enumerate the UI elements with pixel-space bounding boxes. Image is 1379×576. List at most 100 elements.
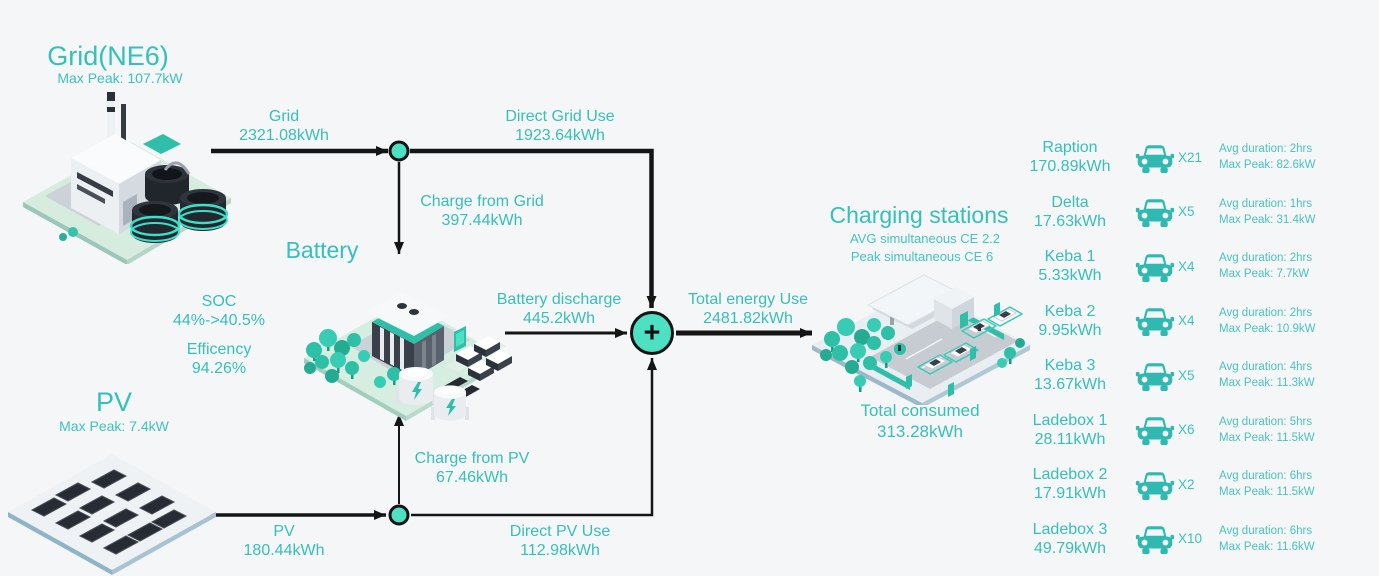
flow-label-text: Charge from Grid — [420, 193, 544, 210]
station-icon-block: X4 — [1135, 305, 1209, 337]
solar-panels — [30, 469, 188, 555]
flow-value-text: 397.44kWh — [441, 212, 523, 229]
station-row: Keba 3 13.67kWh — [1011, 348, 1371, 403]
flow-label-text: Charge from PV — [414, 450, 530, 467]
station-stats: Avg duration: 6hrs Max Peak: 11.5kW — [1209, 468, 1371, 500]
station-energy: 49.79kWh — [1033, 539, 1107, 557]
car-icon — [1135, 144, 1175, 173]
direct-grid-use-label: Direct Grid Use 1923.64kWh — [505, 107, 614, 145]
flow-value-text: 2481.82kWh — [703, 310, 793, 327]
flow-label-text: Grid — [268, 108, 300, 125]
car-icon — [1135, 253, 1175, 282]
car-icon — [1135, 308, 1175, 337]
grid-junction-dot — [388, 140, 410, 162]
charge-from-grid-label: Charge from Grid 397.44kWh — [420, 192, 544, 230]
station-name-block: Keba 2 9.95kWh — [1011, 302, 1129, 340]
pv-flow-label: PV 180.44kWh — [244, 522, 325, 560]
charging-posts — [898, 302, 1000, 397]
station-name: Delta — [1051, 193, 1089, 211]
station-avg-duration: Avg duration: 2hrs — [1219, 306, 1313, 319]
pv-illustration — [8, 454, 216, 575]
station-energy: 5.33kWh — [1038, 267, 1102, 285]
station-name: Ladebox 1 — [1032, 411, 1108, 429]
grid-max-peak: Max Peak: 107.7kW — [57, 70, 183, 86]
station-row: Delta 17.63kWh — [1011, 185, 1371, 240]
station-name: Ladebox 3 — [1032, 520, 1108, 538]
trees — [304, 329, 401, 388]
station-row: Raption 170.89kWh — [1011, 130, 1371, 185]
station-stats: Avg duration: 5hrs Max Peak: 11.5kW — [1209, 414, 1371, 446]
car-icon — [1135, 471, 1175, 500]
station-avg-duration: Avg duration: 6hrs — [1219, 524, 1313, 537]
car-icon — [1135, 199, 1175, 228]
station-max-peak: Max Peak: 82.6kW — [1219, 159, 1316, 172]
station-energy: 13.67kWh — [1033, 376, 1107, 394]
grid-title: Grid(NE6) — [47, 41, 169, 71]
car-icon — [1135, 417, 1175, 446]
flow-label-text: Direct Grid Use — [505, 108, 615, 125]
station-row: Ladebox 2 17.91kWh — [1011, 457, 1371, 512]
station-avg-duration: Avg duration: 2hrs — [1219, 143, 1313, 156]
flow-label-text: PV — [273, 523, 295, 540]
station-icon-block: X21 — [1135, 142, 1209, 173]
total-energy-use-label: Total energy Use 2481.82kWh — [688, 290, 808, 328]
station-count: X5 — [1178, 204, 1195, 220]
station-name-block: Ladebox 2 17.91kWh — [1011, 465, 1129, 503]
station-stats: Avg duration: 4hrs Max Peak: 11.3kW — [1209, 359, 1371, 391]
station-icon-block: X5 — [1135, 360, 1209, 391]
battery-tanks — [396, 367, 469, 421]
station-max-peak: Max Peak: 10.9kW — [1219, 322, 1316, 335]
battery-illustration — [304, 292, 512, 421]
station-stats: Avg duration: 2hrs Max Peak: 82.6kW — [1209, 141, 1371, 173]
avg-simultaneous: AVG simultaneous CE 2.2 — [849, 231, 1001, 246]
station-count: X2 — [1178, 476, 1195, 492]
station-name: Keba 2 — [1044, 302, 1096, 320]
flow-value-text: 1923.64kWh — [515, 127, 605, 144]
grid-illustration — [23, 92, 231, 264]
station-name: Keba 3 — [1044, 357, 1096, 375]
pv-title: PV — [95, 387, 133, 417]
station-max-peak: Max Peak: 11.5kW — [1219, 431, 1315, 444]
station-max-peak: Max Peak: 11.5kW — [1219, 486, 1315, 499]
station-count: X5 — [1178, 367, 1195, 383]
efficiency-label: Efficency — [186, 341, 252, 358]
station-avg-duration: Avg duration: 6hrs — [1219, 470, 1313, 483]
soc-label: SOC — [201, 293, 237, 310]
station-count: X4 — [1178, 313, 1195, 329]
flow-label-text: Total energy Use — [687, 291, 809, 308]
station-name-block: Ladebox 1 28.11kWh — [1011, 411, 1129, 449]
charging-stations-illustration — [812, 274, 1030, 405]
station-name-block: Keba 1 5.33kWh — [1011, 247, 1129, 285]
charge-from-pv-label: Charge from PV 67.46kWh — [415, 449, 530, 487]
station-count: X6 — [1178, 422, 1195, 438]
total-consumed-label: Total consumed — [860, 401, 980, 420]
station-name: Ladebox 2 — [1032, 466, 1108, 484]
efficiency-value: 94.26% — [191, 360, 247, 377]
station-icon-block: X2 — [1135, 469, 1209, 500]
station-name-block: Ladebox 3 49.79kWh — [1011, 520, 1129, 558]
station-row: Keba 1 5.33kWh — [1011, 239, 1371, 294]
canopy-building — [866, 274, 974, 329]
station-count: X4 — [1178, 258, 1195, 274]
station-row: Ladebox 1 28.11kWh — [1011, 403, 1371, 458]
flow-label-text: Battery discharge — [496, 291, 622, 308]
total-consumed-value: 313.28kWh — [877, 422, 963, 441]
station-energy: 9.95kWh — [1038, 321, 1102, 339]
flow-value-text: 180.44kWh — [243, 542, 325, 559]
charging-stations-list: Raption 170.89kWh — [1011, 130, 1371, 566]
station-name: Raption — [1042, 139, 1098, 157]
station-energy: 17.63kWh — [1033, 212, 1107, 230]
station-icon-block: X10 — [1135, 523, 1209, 555]
sum-node-plus-icon: + — [630, 311, 674, 355]
station-energy: 17.91kWh — [1033, 485, 1107, 503]
station-max-peak: Max Peak: 11.3kW — [1219, 377, 1315, 390]
peak-simultaneous: Peak simultaneous CE 6 — [850, 249, 994, 264]
flow-value-text: 445.2kWh — [522, 310, 596, 327]
station-row: Keba 2 9.95kWh — [1011, 294, 1371, 349]
direct-pv-use-label: Direct PV Use 112.98kWh — [510, 522, 610, 560]
station-max-peak: Max Peak: 11.6kW — [1219, 540, 1315, 553]
battery-building — [366, 292, 466, 378]
station-avg-duration: Avg duration: 5hrs — [1219, 415, 1313, 428]
station-icon-block: X4 — [1135, 251, 1209, 282]
